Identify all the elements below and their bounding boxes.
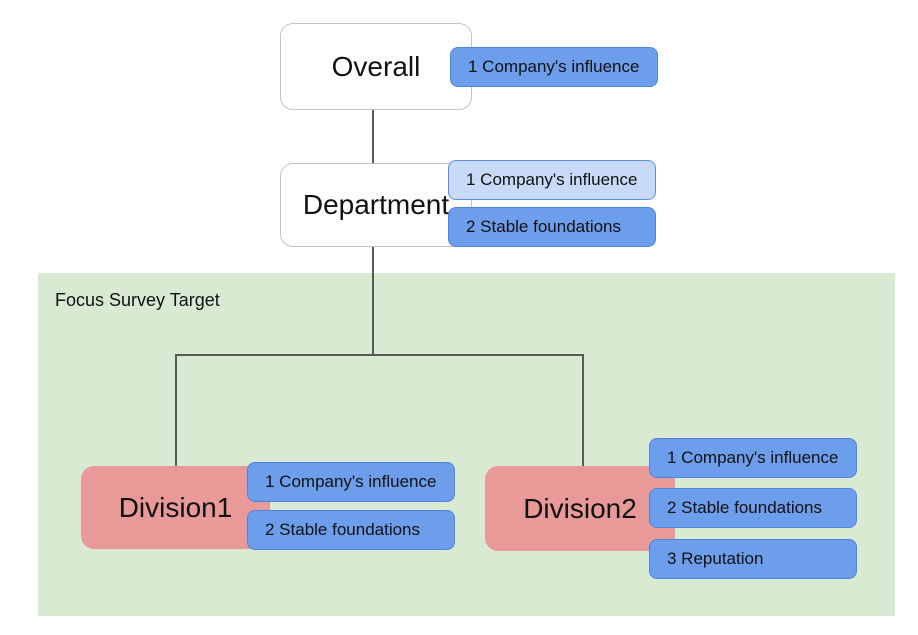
node-overall-label: Overall [331,50,421,82]
badge-division2-companys-influence: 1 Company's influence [649,438,857,478]
node-division2: Division2 [485,466,675,551]
connector-overall-department [372,107,374,164]
node-division1: Division1 [81,466,270,549]
connector-branch-division2 [582,354,584,467]
badge-division1-stable-foundations: 2 Stable foundations [247,510,455,550]
badge-division2-reputation: 3 Reputation [649,539,857,579]
node-division2-label: Division2 [523,492,637,524]
badge-division1-companys-influence: 1 Company's influence [247,462,455,502]
badge-department-companys-influence: 1 Company's influence [448,160,656,200]
node-overall: Overall [280,23,472,110]
connector-branch-horizontal [175,354,584,356]
badge-division2-stable-foundations: 2 Stable foundations [649,488,857,528]
node-division1-label: Division1 [118,491,233,523]
connector-department-stem [372,246,374,356]
connector-branch-division1 [175,354,177,467]
badge-overall-companys-influence: 1 Company's influence [450,47,658,87]
node-department-label: Department [302,189,450,220]
badge-department-stable-foundations: 2 Stable foundations [448,207,656,247]
focus-survey-region-label: Focus Survey Target [55,290,220,310]
node-department: Department [280,163,472,247]
